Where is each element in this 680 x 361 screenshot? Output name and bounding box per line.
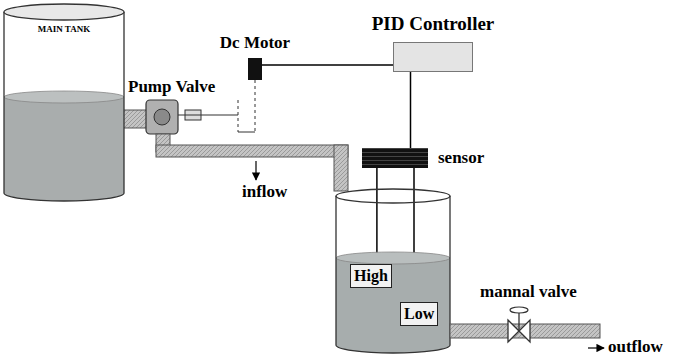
coupling-line xyxy=(255,80,256,132)
level-probe: Low xyxy=(400,302,438,326)
sensor-box: sensor xyxy=(362,148,428,168)
valve-handle xyxy=(510,307,528,313)
outflow-arrow xyxy=(588,347,604,348)
inflow-pipe xyxy=(334,145,348,191)
connector-line xyxy=(376,168,378,264)
main-tank: MAIN TANK xyxy=(3,2,125,202)
node-label: High xyxy=(354,267,388,285)
connector-line xyxy=(410,72,412,148)
node-label: PID Controller xyxy=(372,13,495,35)
flow-label: inflow xyxy=(242,183,287,202)
node-label: sensor xyxy=(438,148,484,168)
node-label: MAIN TANK xyxy=(3,24,125,34)
part-name: mannal valve xyxy=(480,283,577,302)
dc-motor: Dc Motor xyxy=(248,58,262,80)
tank-wall xyxy=(4,12,124,201)
connector-line xyxy=(262,64,393,66)
inflow-pipe xyxy=(156,145,348,157)
coupling-line xyxy=(238,132,255,133)
part-name: Pump Valve xyxy=(128,78,215,97)
water-surface xyxy=(4,91,124,103)
tank-rim xyxy=(4,4,124,20)
coupling-line xyxy=(238,100,239,132)
water-surface xyxy=(336,252,450,264)
node-label: Dc Motor xyxy=(220,33,290,53)
tank-water xyxy=(336,258,450,353)
valve-stem xyxy=(518,312,519,331)
inflow-arrow xyxy=(255,161,256,180)
tank-rim xyxy=(336,189,450,203)
level-probe: High xyxy=(350,264,392,288)
outlet-pipe xyxy=(122,110,148,128)
node-label: Low xyxy=(404,305,434,323)
tank-wall xyxy=(336,196,450,353)
pump-valve-body xyxy=(146,100,178,134)
pid-controller: PID Controller xyxy=(393,42,473,72)
tank-water xyxy=(4,97,124,201)
valve-shaft xyxy=(178,114,238,115)
flow-label: outflow xyxy=(608,338,663,357)
pump-valve-hub xyxy=(154,109,170,125)
